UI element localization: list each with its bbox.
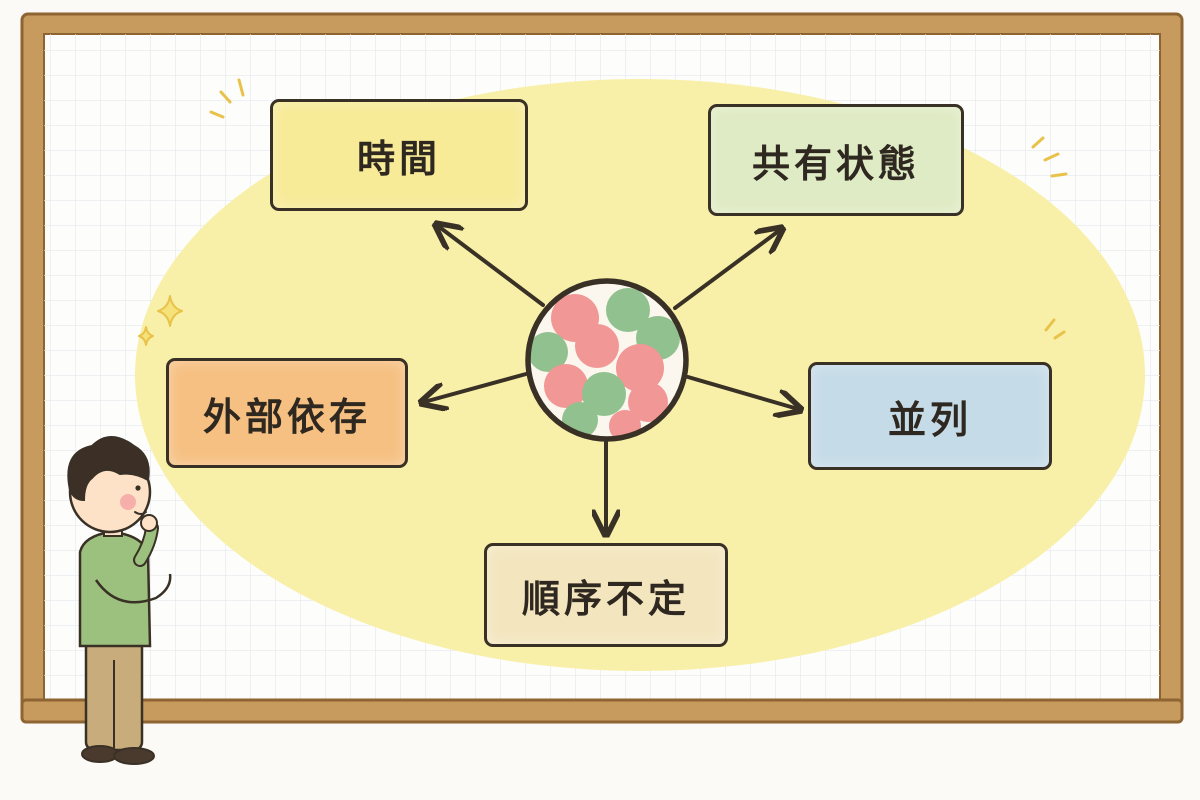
arrow-to-external-dependency (424, 372, 528, 402)
node-shared-state: 共有状態 (708, 104, 964, 216)
shoe (81, 745, 119, 763)
hair (67, 436, 150, 502)
hand (140, 514, 158, 532)
node-external-dependency: 外部依存 (166, 358, 408, 468)
arrow-to-parallel (686, 375, 798, 409)
thinking-person-icon (67, 436, 172, 765)
node-parallel: 並列 (808, 362, 1052, 470)
board-tray (20, 698, 1184, 724)
node-time: 時間 (270, 99, 528, 211)
shoe (113, 747, 155, 765)
arrow-to-time (438, 226, 545, 307)
connection-arrows (424, 226, 798, 532)
tangled-ball-icon (525, 278, 689, 442)
arrow-to-shared-state (673, 230, 780, 310)
node-nondeterministic-order: 順序不定 (484, 543, 728, 647)
sparkle-icon (138, 295, 183, 346)
sparkle-icon (209, 78, 1068, 340)
